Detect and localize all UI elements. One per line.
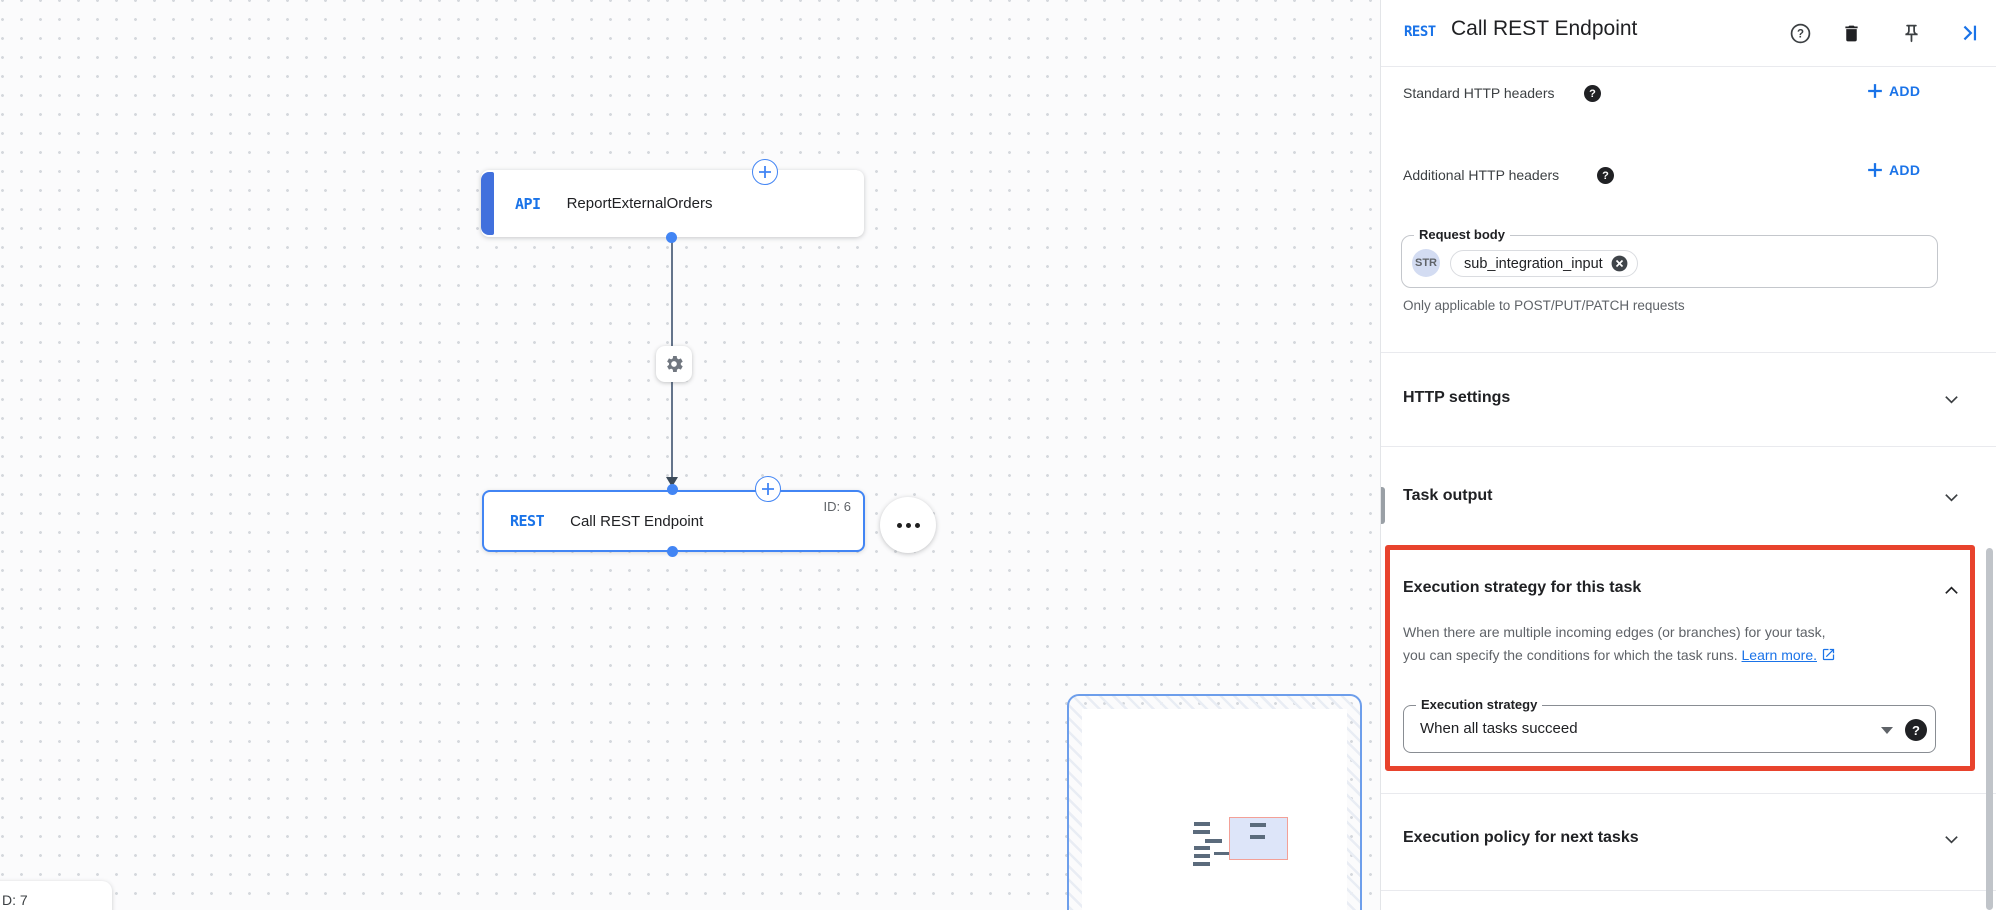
node-call-rest-endpoint[interactable]: REST Call REST Endpoint ID: 6 [482, 490, 865, 552]
node-report-external-orders[interactable]: API ReportExternalOrders [481, 170, 864, 237]
expand-http-settings-button[interactable] [1939, 387, 1963, 411]
additional-headers-label: Additional HTTP headers [1403, 167, 1560, 183]
input-port[interactable] [667, 484, 678, 495]
rest-task-badge: REST [510, 512, 545, 530]
string-type-badge: STR [1412, 249, 1440, 277]
gear-icon [667, 356, 683, 372]
remove-chip-icon[interactable] [1610, 254, 1629, 273]
delete-task-button[interactable] [1838, 20, 1864, 46]
collapse-panel-button[interactable] [1956, 20, 1982, 46]
edge-arrowhead-icon [666, 477, 678, 487]
execution-strategy-label: Execution strategy [1416, 697, 1543, 712]
node-label: ReportExternalOrders [566, 195, 713, 212]
add-connection-button[interactable] [755, 476, 781, 502]
rest-badge: REST [1404, 24, 1436, 40]
divider [1381, 66, 1996, 67]
svg-text:?: ? [1796, 28, 1803, 40]
execution-strategy-description: When there are multiple incoming edges (… [1403, 621, 1948, 669]
add-additional-header-button[interactable]: ADD [1867, 162, 1920, 178]
canvas-minimap[interactable] [1067, 694, 1362, 910]
add-standard-header-button[interactable]: ADD [1867, 83, 1920, 99]
scroll-position-tick [1381, 487, 1385, 524]
plus-icon [1868, 163, 1882, 177]
minimap-area [1082, 709, 1347, 910]
help-filled-icon[interactable]: ? [1597, 167, 1614, 184]
request-body-field[interactable]: Request body STR sub_integration_input [1401, 227, 1938, 288]
collapse-right-icon [1963, 25, 1977, 41]
help-filled-icon[interactable]: ? [1905, 719, 1927, 741]
execution-policy-section[interactable]: Execution policy for next tasks [1403, 829, 1639, 846]
divider [1381, 352, 1996, 353]
divider [1381, 793, 1996, 794]
plus-icon [1868, 84, 1882, 98]
node-more-options-button[interactable] [880, 497, 936, 553]
standard-headers-label: Standard HTTP headers [1403, 85, 1555, 101]
more-options-icon [896, 522, 902, 528]
help-button[interactable]: ? [1787, 20, 1813, 46]
help-icon: ? [1790, 23, 1810, 43]
plus-icon [762, 483, 774, 495]
output-port[interactable] [667, 546, 678, 557]
dropdown-caret-icon[interactable] [1881, 727, 1893, 734]
panel-header: REST Call REST Endpoint ? [1381, 0, 1996, 66]
task-output-section[interactable]: Task output [1403, 487, 1493, 504]
help-filled-icon[interactable]: ? [1584, 85, 1601, 102]
edge-settings-button[interactable] [656, 346, 692, 382]
divider [1381, 890, 1996, 891]
task-config-panel: REST Call REST Endpoint ? [1380, 0, 1996, 910]
node-label: Call REST Endpoint [570, 512, 704, 530]
execution-strategy-section[interactable]: Execution strategy for this task [1403, 579, 1642, 596]
highlight-annotation-box [1385, 545, 1975, 771]
node-id-badge: D: 7 [2, 892, 28, 908]
http-settings-section[interactable]: HTTP settings [1403, 389, 1511, 406]
chevron-up-icon [1944, 585, 1958, 594]
expand-execution-policy-button[interactable] [1939, 827, 1963, 851]
plus-icon [759, 166, 771, 178]
chevron-down-icon [1944, 395, 1958, 404]
panel-title: Call REST Endpoint [1451, 17, 1638, 40]
request-body-label: Request body [1414, 227, 1510, 242]
chevron-down-icon [1944, 493, 1958, 502]
execution-strategy-value: When all tasks succeed [1420, 720, 1578, 737]
learn-more-link[interactable]: Learn more. [1741, 647, 1817, 663]
external-link-icon [1822, 648, 1835, 661]
collapse-execution-strategy-button[interactable] [1939, 578, 1963, 602]
panel-scrollbar[interactable] [1986, 548, 1993, 910]
output-port[interactable] [666, 232, 677, 243]
request-body-helper-text: Only applicable to POST/PUT/PATCH reques… [1403, 298, 1685, 313]
add-connection-button[interactable] [752, 159, 778, 185]
trigger-accent-bar [481, 172, 494, 235]
partial-node[interactable]: D: 7 [0, 881, 112, 910]
trash-icon [1844, 25, 1858, 41]
divider [1381, 446, 1996, 447]
pin-panel-button[interactable] [1898, 20, 1924, 46]
pin-icon [1904, 24, 1918, 42]
expand-task-output-button[interactable] [1939, 485, 1963, 509]
api-trigger-badge: API [515, 194, 541, 213]
node-id-badge: ID: 6 [823, 499, 851, 514]
execution-strategy-select[interactable]: Execution strategy When all tasks succee… [1403, 697, 1936, 753]
variable-chip[interactable]: sub_integration_input [1450, 250, 1638, 277]
chevron-down-icon [1944, 835, 1958, 844]
workflow-canvas[interactable]: API ReportExternalOrders REST Call REST … [0, 0, 1380, 910]
